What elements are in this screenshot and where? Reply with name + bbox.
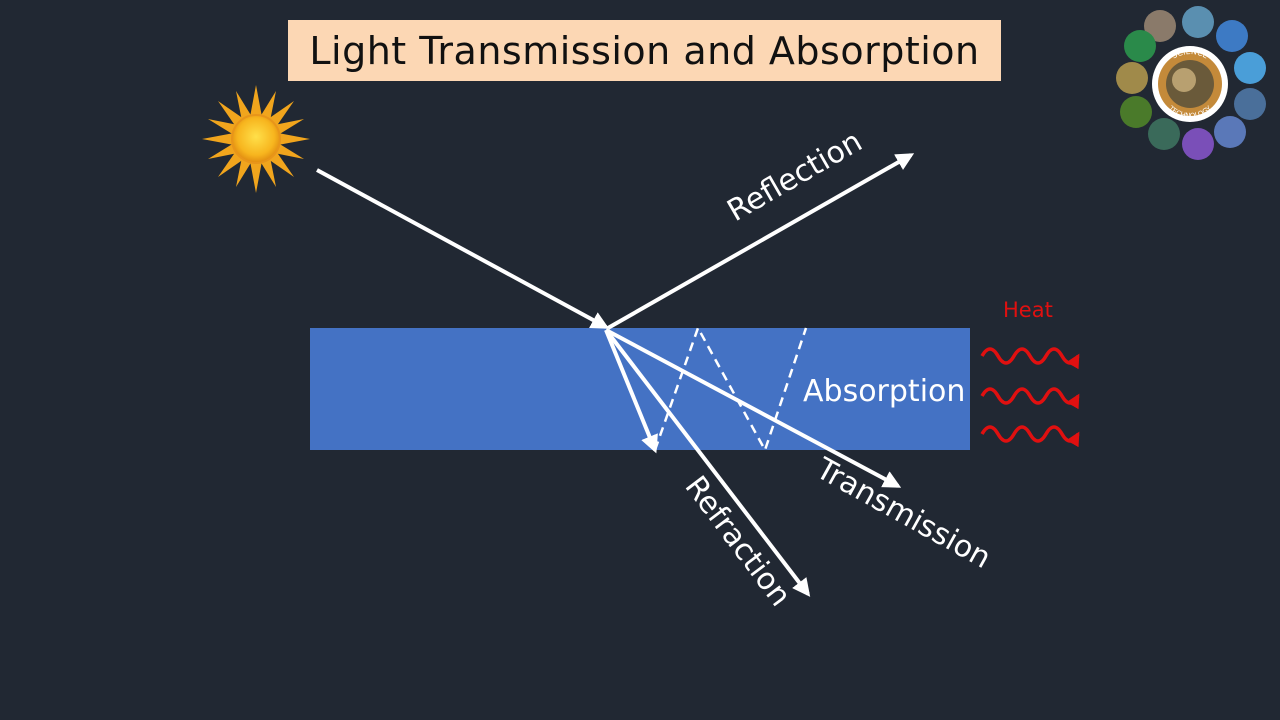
transmission-ray bbox=[605, 328, 902, 488]
absorption-label: Absorption bbox=[803, 374, 965, 409]
transmission-label: Transmission bbox=[809, 451, 996, 576]
heat-wave-icon bbox=[980, 347, 1080, 370]
title-box: Light Transmission and Absorption bbox=[288, 20, 1001, 81]
reflection-label: Reflection bbox=[722, 124, 869, 229]
sun-icon bbox=[202, 85, 310, 193]
incident-ray bbox=[316, 168, 610, 329]
heat-label: Heat bbox=[1003, 298, 1053, 322]
svg-text:SCIENCE: SCIENCE bbox=[1170, 47, 1210, 61]
page-title: Light Transmission and Absorption bbox=[309, 28, 980, 73]
refraction-ray-short bbox=[604, 329, 658, 454]
heat-wave-icon bbox=[980, 425, 1080, 448]
logo-text-top: SCIENCE bbox=[1170, 47, 1210, 61]
reflected-ray bbox=[607, 153, 915, 330]
internal-reflection-path bbox=[653, 324, 808, 454]
science-technology-logo: SCIENCE TECHNOLOGY bbox=[1116, 6, 1266, 160]
heat-wave-icon bbox=[980, 387, 1080, 410]
refraction-ray bbox=[604, 328, 811, 597]
refraction-label: Refraction bbox=[678, 470, 798, 613]
heat-waves bbox=[980, 347, 1080, 448]
